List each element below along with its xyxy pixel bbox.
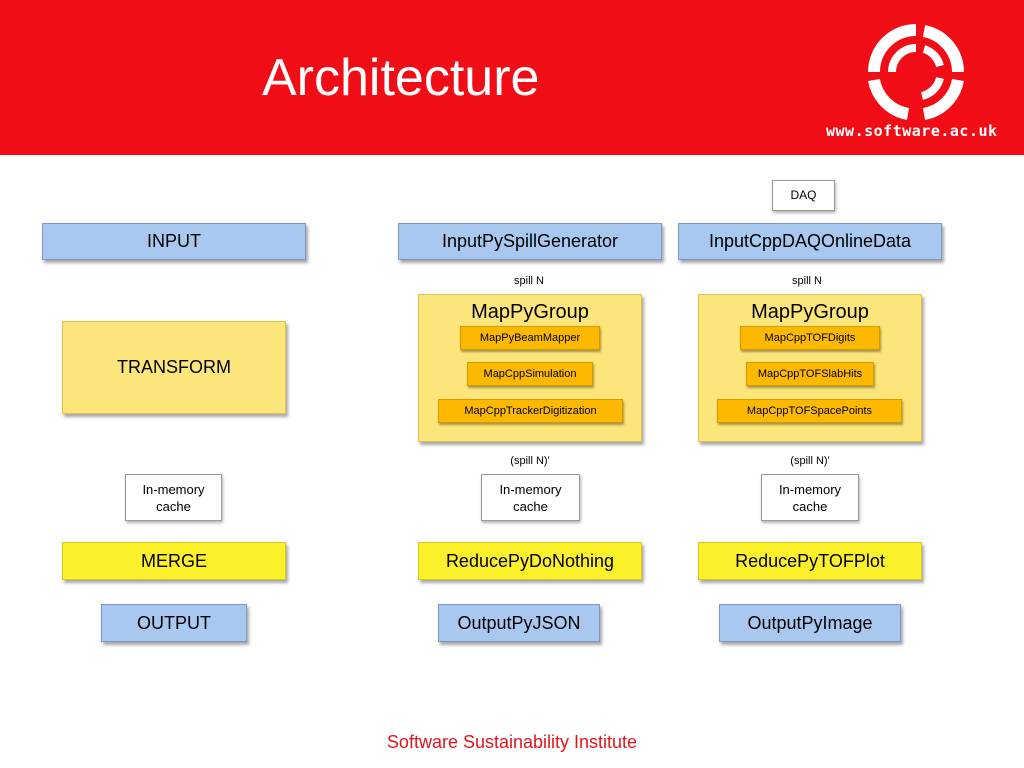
spill-out-label-middle: (spill N)'	[510, 455, 550, 467]
footer-text: Software Sustainability Institute	[386, 732, 638, 752]
output-stage-box: OUTPUT	[101, 604, 247, 642]
spill-out-label-right: (spill N)'	[790, 455, 830, 467]
reduce-tof-plot-box: ReducePyTOFPlot	[698, 542, 922, 580]
mapper-box: MapCppTrackerDigitization	[438, 399, 623, 423]
spill-label-middle: spill N	[514, 275, 544, 287]
map-group-title: MapPyGroup	[471, 301, 589, 323]
website-url: www.software.ac.uk	[826, 122, 998, 140]
map-group-title: MapPyGroup	[751, 301, 869, 323]
merge-stage-box: MERGE	[62, 542, 286, 580]
mapper-box: MapCppSimulation	[467, 362, 593, 386]
reduce-do-nothing-box: ReducePyDoNothing	[418, 542, 642, 580]
mapper-box: MapCppTOFSlabHits	[746, 362, 874, 386]
mapper-box: MapPyBeamMapper	[460, 326, 600, 350]
in-memory-cache-box: In-memory cache	[125, 474, 222, 521]
mapper-box: MapCppTOFSpacePoints	[717, 399, 902, 423]
in-memory-cache-box: In-memory cache	[761, 474, 859, 521]
output-py-image-box: OutputPyImage	[719, 604, 901, 642]
in-memory-cache-box: In-memory cache	[481, 474, 580, 521]
input-cpp-daq-online-box: InputCppDAQOnlineData	[678, 223, 942, 260]
slide-title: Architecture	[262, 49, 540, 107]
ssi-logo-icon	[868, 24, 964, 120]
transform-stage-box: TRANSFORM	[62, 321, 286, 414]
input-stage-box: INPUT	[42, 223, 306, 260]
header-bar	[0, 0, 1024, 155]
mapper-box: MapCppTOFDigits	[740, 326, 880, 350]
output-py-json-box: OutputPyJSON	[438, 604, 600, 642]
daq-box: DAQ	[772, 180, 835, 211]
input-pyspill-generator-box: InputPySpillGenerator	[398, 223, 662, 260]
spill-label-right: spill N	[792, 275, 822, 287]
